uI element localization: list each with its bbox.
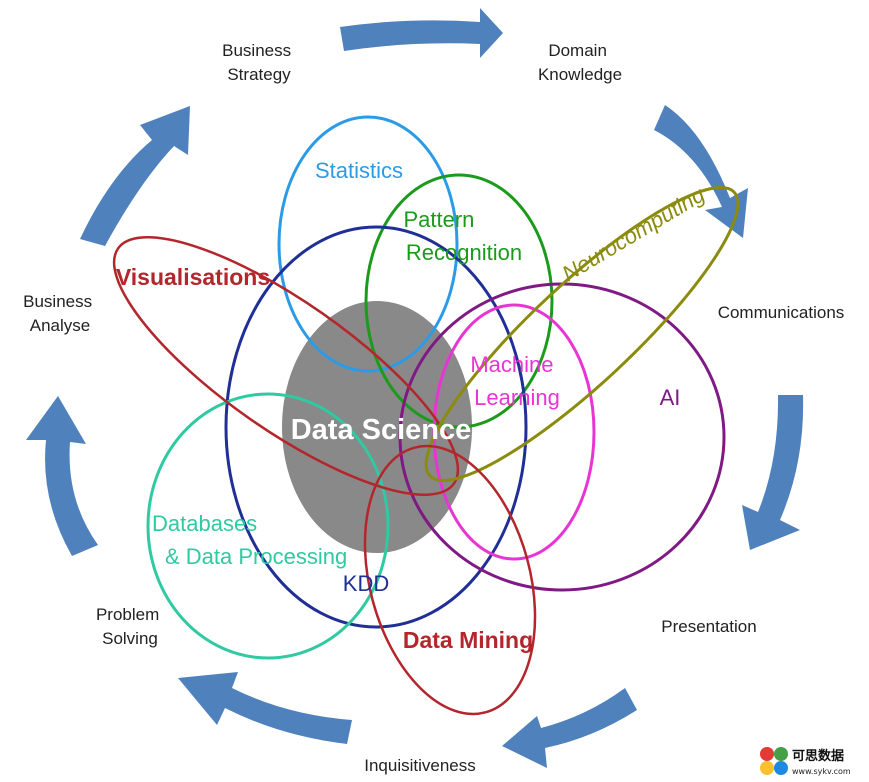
ai-label: AI [660,385,681,410]
inquisitiveness-label: Inquisitiveness [364,756,476,775]
problem-solving-line-2: Solving [102,629,158,648]
visualisations-ellipse [112,236,460,496]
statistics-circle [277,115,459,373]
domain-knowledge-label: Domain Knowledge [538,41,622,84]
cycle-arrow-top [340,8,503,58]
business-analyse-line-2: Analyse [30,316,90,335]
machine-learning-line-2: Learning [474,385,560,410]
machine-learning-label: Machine Learning [470,352,559,410]
venn-ellipses [112,115,740,716]
problem-solving-line-1: Problem [96,605,159,624]
data-mining-ellipse [363,444,537,716]
logo-brand-text: 可思数据 [792,748,844,764]
data-mining-label: Data Mining [403,627,533,653]
business-analyse-label: Business Analyse [23,292,97,335]
data-science-core [282,301,472,553]
databases-line-2: & Data Processing [165,544,347,569]
databases-label: Databases & Data Processing [152,511,347,569]
data-science-label: Data Science [291,414,472,446]
pattern-recognition-line-1: Pattern [403,207,474,232]
logo-url-text: www.sykv.com [792,767,851,776]
logo-dot-green [774,747,788,761]
neurocomputing-label: Neurocomputing [558,181,710,286]
cycle-arrow-upper-left [80,106,190,246]
cycle-arrow-bottom-left [178,672,352,744]
pattern-recognition-line-2: Recognition [406,240,522,265]
logo-dot-blue [774,761,788,775]
pattern-recognition-circle [364,173,554,429]
kdd-circle [224,225,528,629]
domain-knowledge-line-2: Knowledge [538,65,622,84]
cycle-arrow-right [742,395,804,550]
cycle-arrow-upper-right [654,105,748,238]
statistics-label: Statistics [315,158,403,183]
logo-dot-red [760,747,774,761]
kdd-label: KDD [343,571,389,596]
machine-learning-line-1: Machine [470,352,553,377]
presentation-label: Presentation [661,617,756,636]
business-analyse-line-1: Business [23,292,92,311]
problem-solving-label: Problem Solving [96,605,164,648]
visualisations-label: Visualisations [116,264,270,290]
databases-line-1: Databases [152,511,257,536]
business-strategy-line-2: Strategy [227,65,291,84]
business-strategy-label: Business Strategy [222,41,296,84]
pattern-recognition-label: Pattern Recognition [403,207,522,265]
watermark-logo: 可思数据 www.sykv.com [760,747,851,776]
cycle-arrows [26,8,804,768]
domain-knowledge-line-1: Domain [548,41,607,60]
machine-learning-circle [432,303,596,561]
databases-circle [146,392,390,660]
logo-dot-yellow [760,761,774,775]
cycle-arrow-bottom-right [502,688,637,768]
business-strategy-line-1: Business [222,41,291,60]
neurocomputing-ellipse [424,186,740,482]
cycle-labels: Business Strategy Domain Knowledge Commu… [23,41,844,775]
communications-label: Communications [718,303,845,322]
cycle-arrow-left [26,396,98,556]
